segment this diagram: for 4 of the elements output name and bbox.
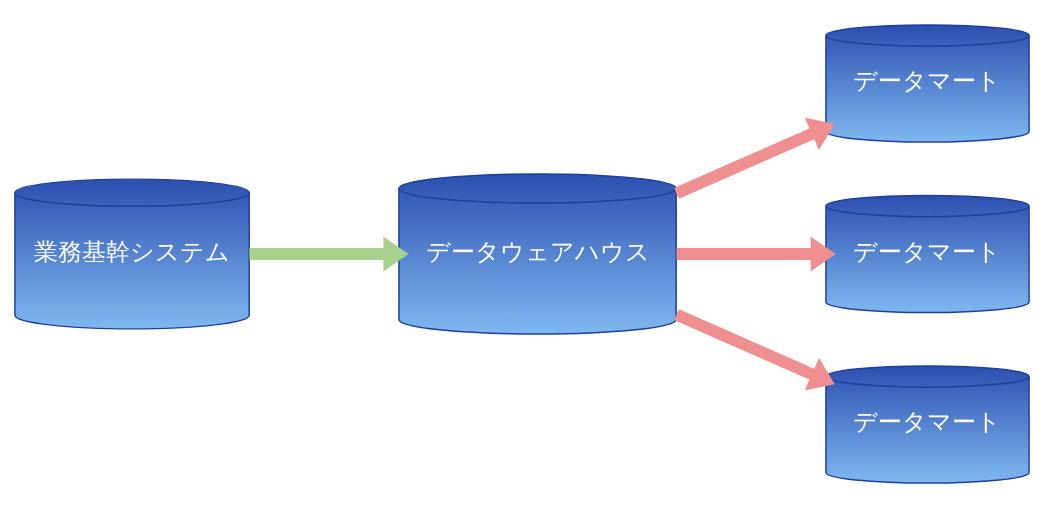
arrow	[249, 236, 409, 272]
arrow	[674, 117, 835, 199]
arrow	[676, 236, 836, 272]
arrow	[674, 309, 835, 391]
